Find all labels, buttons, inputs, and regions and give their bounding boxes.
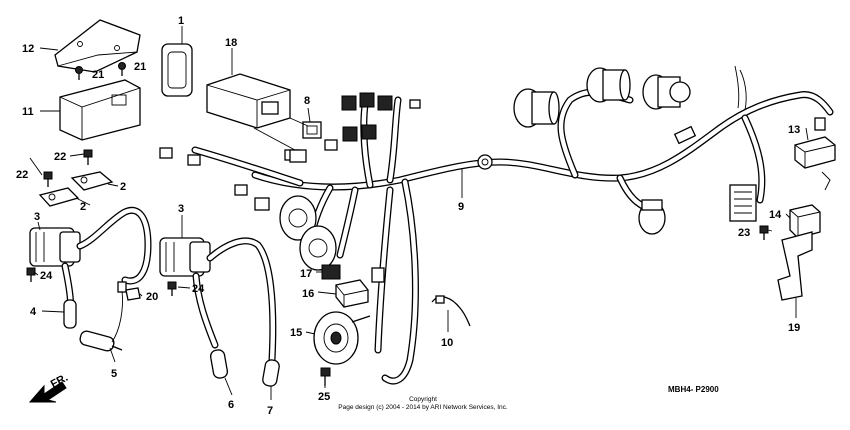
callout-23: 23 xyxy=(738,227,750,239)
cable-band-10 xyxy=(431,295,471,327)
spark-plug-cap-5 xyxy=(79,330,123,352)
relay-16 xyxy=(335,267,385,308)
spark-plug-cap-7 xyxy=(262,359,280,387)
horn-15 xyxy=(313,311,371,365)
bolt-24b xyxy=(167,281,177,296)
bolt-22a xyxy=(83,149,93,165)
unit-14 xyxy=(789,204,821,239)
spark-plug-cap-4 xyxy=(63,299,77,329)
callout-25: 25 xyxy=(318,391,330,403)
relay-cluster xyxy=(289,92,421,163)
bracket-19 xyxy=(777,231,813,301)
wire-lead-top-right xyxy=(739,69,747,111)
callout-20: 20 xyxy=(146,291,158,303)
harness-connector-round-c xyxy=(642,74,691,110)
callout-labels: 1 2 2 3 3 4 5 6 7 8 9 10 11 12 13 14 15 … xyxy=(16,15,800,417)
callout-5: 5 xyxy=(111,368,117,380)
bolt-23 xyxy=(759,225,769,240)
front-arrow-label: FR. xyxy=(49,372,70,391)
callout-21: 21 xyxy=(92,69,104,81)
callout-22: 22 xyxy=(54,151,66,163)
callout-24: 24 xyxy=(192,283,205,295)
callout-7: 7 xyxy=(267,405,273,417)
callout-18: 18 xyxy=(225,37,237,49)
callout-2: 2 xyxy=(120,181,126,193)
callout-2: 2 xyxy=(80,201,86,213)
bolt-22b xyxy=(43,171,53,187)
callout-17: 17 xyxy=(300,268,312,280)
ignition-coil-right xyxy=(159,237,211,277)
callout-4: 4 xyxy=(30,306,37,318)
clamp-2b xyxy=(38,187,80,207)
callout-24: 24 xyxy=(40,270,53,282)
front-direction-arrow xyxy=(28,381,67,403)
copyright-line-1: Copyright xyxy=(409,396,437,403)
callout-1: 1 xyxy=(178,15,184,27)
callout-14: 14 xyxy=(769,209,782,221)
callout-13: 13 xyxy=(788,124,800,136)
harness-connector-round-b xyxy=(586,67,631,103)
copyright-line-2: Page design (c) 2004 - 2014 by ARI Netwo… xyxy=(338,404,508,411)
callout-15: 15 xyxy=(290,327,302,339)
callout-10: 10 xyxy=(441,337,453,349)
callout-22: 22 xyxy=(16,169,28,181)
callout-16: 16 xyxy=(302,288,314,300)
main-wire-harness xyxy=(191,88,834,385)
callout-8: 8 xyxy=(304,95,310,107)
lower-cover-part xyxy=(59,79,141,141)
callout-6: 6 xyxy=(228,399,234,411)
screw-21a xyxy=(75,66,83,80)
spark-plug-cap-6 xyxy=(209,349,229,379)
clip-20 xyxy=(125,287,141,301)
upper-cover-part xyxy=(54,19,141,73)
callout-11: 11 xyxy=(22,106,34,118)
fuse-box-part xyxy=(161,43,193,97)
bolt-24a xyxy=(26,267,36,282)
clamp-2a xyxy=(70,171,114,191)
harness-connector-round-d xyxy=(638,199,666,235)
callout-19: 19 xyxy=(788,322,800,334)
relay-17 xyxy=(321,264,341,280)
harness-connector-round-e xyxy=(279,195,317,241)
screw-21b xyxy=(118,62,126,76)
connector-block-right xyxy=(729,184,757,222)
callout-12: 12 xyxy=(22,43,34,55)
relay-13 xyxy=(794,117,836,169)
harness-connector-round-a xyxy=(513,88,560,128)
callout-9: 9 xyxy=(458,201,464,213)
callout-21: 21 xyxy=(134,61,146,73)
callout-3: 3 xyxy=(34,211,40,223)
bolt-25 xyxy=(320,367,331,386)
leader-lines xyxy=(29,26,809,400)
callout-3: 3 xyxy=(178,203,184,215)
harness-connector-round-f xyxy=(299,225,337,271)
ignition-coil-left xyxy=(29,227,81,267)
control-unit-part xyxy=(206,73,291,129)
diagram-code: MBH4- P2900 xyxy=(668,385,719,394)
